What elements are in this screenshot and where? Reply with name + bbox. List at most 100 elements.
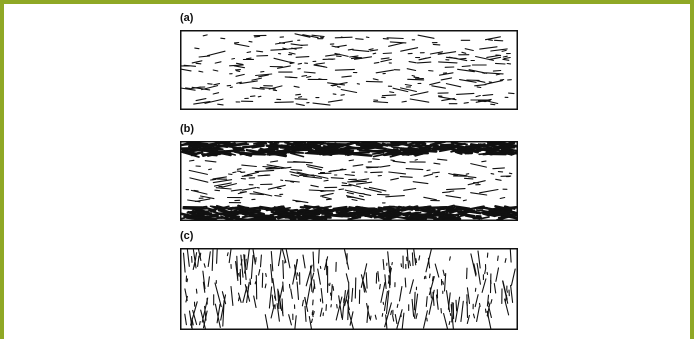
- fiber: [274, 194, 282, 197]
- fiber: [352, 49, 370, 52]
- fiber: [212, 176, 227, 180]
- fiber: [381, 94, 397, 97]
- skin-layer-fiber: [269, 146, 279, 151]
- skin-layer-fiber: [418, 212, 433, 217]
- fiber: [321, 196, 332, 200]
- fiber: [429, 287, 432, 299]
- fiber: [427, 257, 431, 269]
- fiber: [387, 251, 391, 272]
- skin-layer-fiber: [493, 145, 506, 150]
- fiber: [192, 309, 198, 326]
- fiber: [392, 160, 406, 164]
- fiber: [253, 191, 273, 197]
- fiber: [213, 182, 232, 187]
- fiber: [189, 177, 209, 183]
- fiber: [313, 279, 316, 290]
- fiber: [497, 255, 499, 261]
- skin-layer-fiber: [448, 214, 466, 220]
- fiber: [294, 98, 308, 100]
- skin-layer-fiber: [475, 146, 492, 151]
- skin-layer-fiber: [297, 145, 305, 150]
- fiber: [334, 52, 349, 57]
- fiber: [213, 83, 221, 86]
- skin-layer-fiber: [442, 214, 451, 219]
- skin-layer-fiber: [329, 151, 349, 156]
- skin-layer-fiber: [493, 143, 510, 149]
- skin-layer-fiber: [364, 144, 382, 151]
- skin-layer-fiber: [500, 148, 516, 154]
- fiber: [249, 278, 252, 285]
- fiber: [258, 74, 269, 78]
- skin-layer-fiber: [248, 209, 262, 215]
- fiber: [437, 52, 443, 55]
- fiber: [463, 177, 474, 180]
- fiber: [380, 57, 390, 60]
- fiber: [434, 263, 440, 278]
- fiber: [202, 270, 206, 290]
- fiber: [332, 285, 335, 291]
- fiber: [381, 313, 384, 317]
- skin-layer-fiber: [235, 206, 246, 210]
- fiber: [443, 273, 447, 292]
- fiber: [453, 173, 468, 177]
- fiber: [192, 258, 197, 271]
- fiber: [295, 56, 310, 58]
- fiber: [347, 295, 350, 321]
- fiber: [423, 196, 437, 201]
- panel-b-border: [180, 141, 518, 221]
- skin-layer-fiber: [503, 205, 516, 210]
- fiber: [310, 184, 319, 188]
- skin-layer-fiber: [223, 153, 232, 156]
- fiber: [191, 60, 203, 64]
- fiber: [234, 43, 250, 48]
- fiber: [274, 101, 294, 103]
- skin-layer-fiber: [292, 212, 312, 216]
- fiber: [312, 310, 315, 315]
- fiber: [292, 199, 309, 204]
- skin-layer-fiber: [190, 216, 209, 220]
- skin-layer-fiber: [456, 142, 468, 146]
- fiber: [476, 80, 486, 83]
- fiber: [248, 40, 253, 43]
- fiber: [290, 174, 300, 177]
- fiber: [493, 39, 504, 42]
- fiber: [411, 74, 416, 77]
- skin-layer-fiber: [496, 207, 512, 212]
- fiber: [329, 168, 347, 172]
- fiber: [449, 190, 455, 193]
- skin-layer-fiber: [256, 150, 276, 154]
- skin-layer-fiber: [330, 143, 341, 148]
- fiber: [264, 283, 267, 289]
- fiber: [470, 253, 477, 277]
- fiber: [254, 169, 275, 173]
- fiber: [499, 79, 505, 81]
- fiber: [239, 191, 248, 193]
- fiber: [490, 299, 493, 304]
- fiber: [320, 288, 324, 304]
- fiber: [390, 159, 395, 162]
- fiber: [212, 179, 233, 184]
- fiber: [486, 294, 490, 307]
- fiber: [368, 186, 387, 192]
- fiber: [307, 166, 323, 171]
- fiber: [270, 250, 274, 272]
- fiber: [509, 248, 512, 263]
- skin-layer-fiber: [480, 216, 490, 220]
- fiber: [236, 81, 242, 84]
- fiber: [201, 85, 219, 91]
- fiber: [341, 306, 345, 320]
- skin-layer-fiber: [261, 142, 268, 145]
- fiber: [320, 192, 334, 197]
- fiber: [479, 188, 499, 194]
- fiber: [366, 305, 369, 324]
- fiber: [372, 158, 380, 161]
- skin-layer-fiber: [290, 152, 305, 158]
- skin-layer-fiber: [340, 209, 348, 213]
- fiber: [180, 68, 192, 72]
- skin-layer-fiber: [290, 208, 299, 212]
- skin-layer-fiber: [503, 144, 514, 149]
- fiber: [311, 311, 314, 318]
- skin-layer-fiber: [456, 149, 469, 154]
- fiber: [457, 68, 475, 73]
- skin-layer-fiber: [304, 207, 311, 211]
